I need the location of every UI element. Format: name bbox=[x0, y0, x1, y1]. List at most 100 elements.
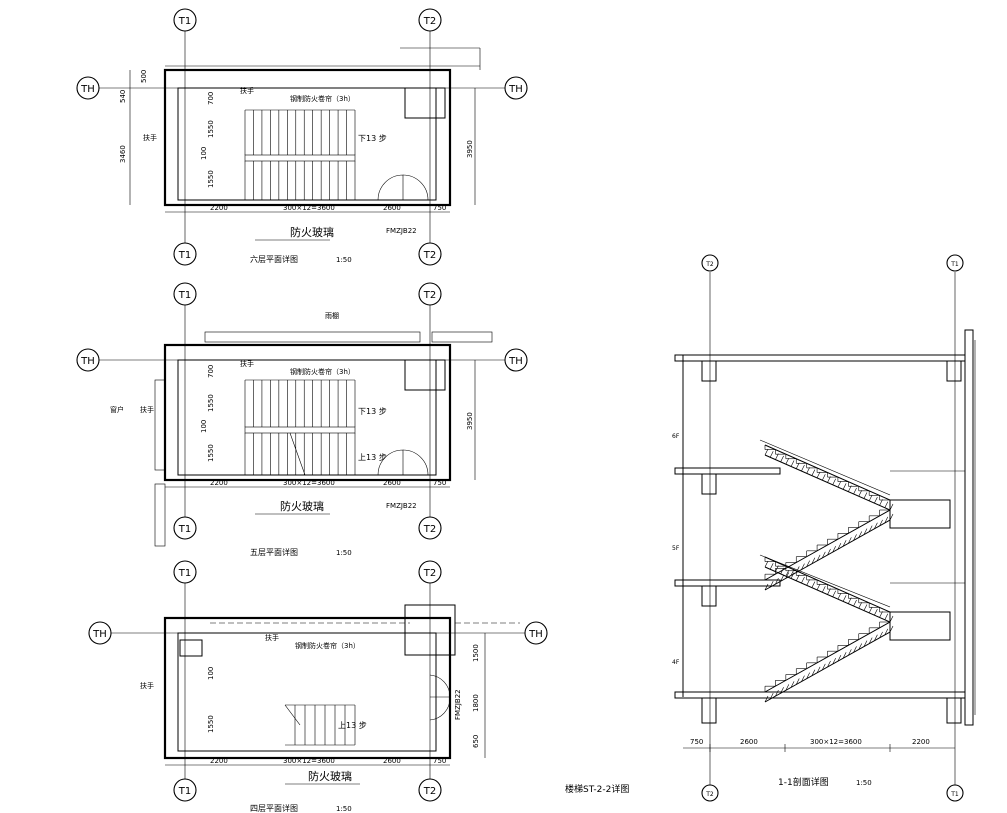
dim-label: 1800 bbox=[472, 694, 480, 712]
section-scale: 1:50 bbox=[856, 779, 872, 787]
step-label: 下13 步 bbox=[358, 407, 387, 416]
dim-label: 100 bbox=[207, 667, 215, 680]
dim-label: 2200 bbox=[912, 738, 930, 746]
plan-4f: T1 T2 TH TH T1 T2 2200 300×12=3600 2600 … bbox=[88, 560, 548, 813]
axis-bubble-t2-top bbox=[418, 282, 442, 306]
dim-label: 3950 bbox=[466, 140, 474, 158]
dim-label: 100 bbox=[200, 147, 208, 160]
step-label: 上13 步 bbox=[338, 721, 367, 730]
plan-title: 五层平面详图 bbox=[250, 547, 298, 557]
dim-label: 700 bbox=[207, 365, 215, 378]
axis-label: T1 bbox=[178, 16, 191, 27]
axis-bubble-t2-bottom bbox=[418, 778, 442, 802]
stair-treads bbox=[244, 110, 356, 200]
dim-label: 750 bbox=[690, 738, 703, 746]
dim-label: 750 bbox=[433, 757, 446, 765]
floor-label: 5F bbox=[672, 545, 680, 552]
dim-label: 100 bbox=[200, 420, 208, 433]
dim-label: 650 bbox=[472, 735, 480, 748]
axis-label: TH bbox=[92, 629, 107, 640]
dim-label: 750 bbox=[433, 479, 446, 487]
floor-label: 4F bbox=[672, 659, 680, 666]
canopy-label: 雨棚 bbox=[325, 311, 339, 320]
handrail-label: 扶手 bbox=[240, 359, 254, 368]
dim-label: 300×12=3600 bbox=[283, 757, 335, 765]
plan-5f: T1 T2 TH TH T1 T2 2200 300×12=3600 bbox=[76, 282, 528, 557]
axis-bubble-t2-top bbox=[418, 8, 442, 32]
plan-6f: T1 T2 TH TH T1 T2 2200 300×12=3600 260 bbox=[76, 8, 528, 266]
axis-bubble-th-left bbox=[88, 621, 112, 645]
dim-label: 2600 bbox=[383, 204, 401, 212]
fire-glass-label: 防火玻璃 bbox=[308, 769, 352, 783]
handrail-label: 扶手 bbox=[143, 133, 157, 142]
axis-label: T1 bbox=[178, 786, 191, 797]
axis-label: T1 bbox=[178, 568, 191, 579]
axis-bubble-t1-bottom bbox=[946, 784, 964, 802]
shutter-label: 钢制防火卷帘（3h） bbox=[295, 641, 360, 650]
axis-bubble-th-left bbox=[76, 348, 100, 372]
stair-treads bbox=[244, 380, 356, 475]
dim-label: 750 bbox=[433, 204, 446, 212]
dim-label: 300×12=3600 bbox=[810, 738, 862, 746]
axis-label: T2 bbox=[423, 524, 436, 535]
axis-bubble-t2-top bbox=[418, 560, 442, 584]
axis-bubble-t2-bottom bbox=[418, 516, 442, 540]
plan-title: 四层平面详图 bbox=[250, 803, 298, 813]
axis-label: T2 bbox=[705, 791, 714, 798]
dim-label: 300×12=3600 bbox=[283, 479, 335, 487]
axis-label: T1 bbox=[178, 524, 191, 535]
dim-label: 700 bbox=[207, 92, 215, 105]
axis-bubble-t1-top bbox=[946, 254, 964, 272]
stair-flights bbox=[759, 439, 894, 703]
axis-bubble-th-right bbox=[524, 621, 548, 645]
axis-bubble-t1-top bbox=[173, 282, 197, 306]
axis-label: TH bbox=[508, 84, 523, 95]
axis-label: T2 bbox=[423, 290, 436, 301]
handrail-label: 扶手 bbox=[140, 681, 154, 690]
axis-bubble-t2-bottom bbox=[701, 784, 719, 802]
axis-label: T2 bbox=[705, 261, 714, 268]
step-label: 下13 步 bbox=[358, 134, 387, 143]
floor-label: 6F bbox=[672, 433, 680, 440]
axis-label: TH bbox=[528, 629, 543, 640]
fire-glass-label: 防火玻璃 bbox=[280, 499, 324, 513]
dim-label: 3950 bbox=[466, 412, 474, 430]
dim-label: 500 bbox=[140, 70, 148, 83]
dim-label: 540 bbox=[119, 90, 127, 103]
axis-bubble-t1-bottom bbox=[173, 778, 197, 802]
plan-scale: 1:50 bbox=[336, 549, 352, 557]
dim-label: 1550 bbox=[207, 120, 215, 138]
dim-label: 2600 bbox=[383, 479, 401, 487]
detail-caption: 楼梯ST-2-2详图 bbox=[565, 783, 629, 795]
dim-label: 2200 bbox=[210, 757, 228, 765]
axis-label: TH bbox=[80, 356, 95, 367]
axis-bubble-th-right bbox=[504, 348, 528, 372]
axis-label: T2 bbox=[423, 16, 436, 27]
step-label: 上13 步 bbox=[358, 453, 387, 462]
fire-glass-label: 防火玻璃 bbox=[290, 225, 334, 239]
axis-bubble-t1-bottom bbox=[173, 242, 197, 266]
axis-label: T1 bbox=[178, 250, 191, 261]
door-tag: FMZJB22 bbox=[454, 689, 462, 720]
dim-label: 1550 bbox=[207, 444, 215, 462]
dim-label: 2600 bbox=[740, 738, 758, 746]
dim-label: 300×12=3600 bbox=[283, 204, 335, 212]
dim-label: 1550 bbox=[207, 170, 215, 188]
window-label: 窗户 bbox=[110, 405, 124, 414]
handrail-label: 扶手 bbox=[265, 633, 279, 642]
section-1-1: T2 T1 T2 T1 6F 5F 4F bbox=[565, 254, 976, 802]
axis-label: T2 bbox=[423, 568, 436, 579]
axis-label: T2 bbox=[423, 786, 436, 797]
plan-title: 六层平面详图 bbox=[250, 254, 298, 264]
stair-treads bbox=[285, 705, 356, 746]
shutter-label: 钢制防火卷帘（3h） bbox=[290, 94, 355, 103]
axis-bubble-t1-top bbox=[173, 8, 197, 32]
handrail-label: 扶手 bbox=[240, 86, 254, 95]
dim-label: 2200 bbox=[210, 479, 228, 487]
dim-label: 2200 bbox=[210, 204, 228, 212]
axis-bubble-t1-top bbox=[173, 560, 197, 584]
axis-bubble-th-right bbox=[504, 76, 528, 100]
dim-label: 1550 bbox=[207, 715, 215, 733]
axis-label: T2 bbox=[423, 250, 436, 261]
